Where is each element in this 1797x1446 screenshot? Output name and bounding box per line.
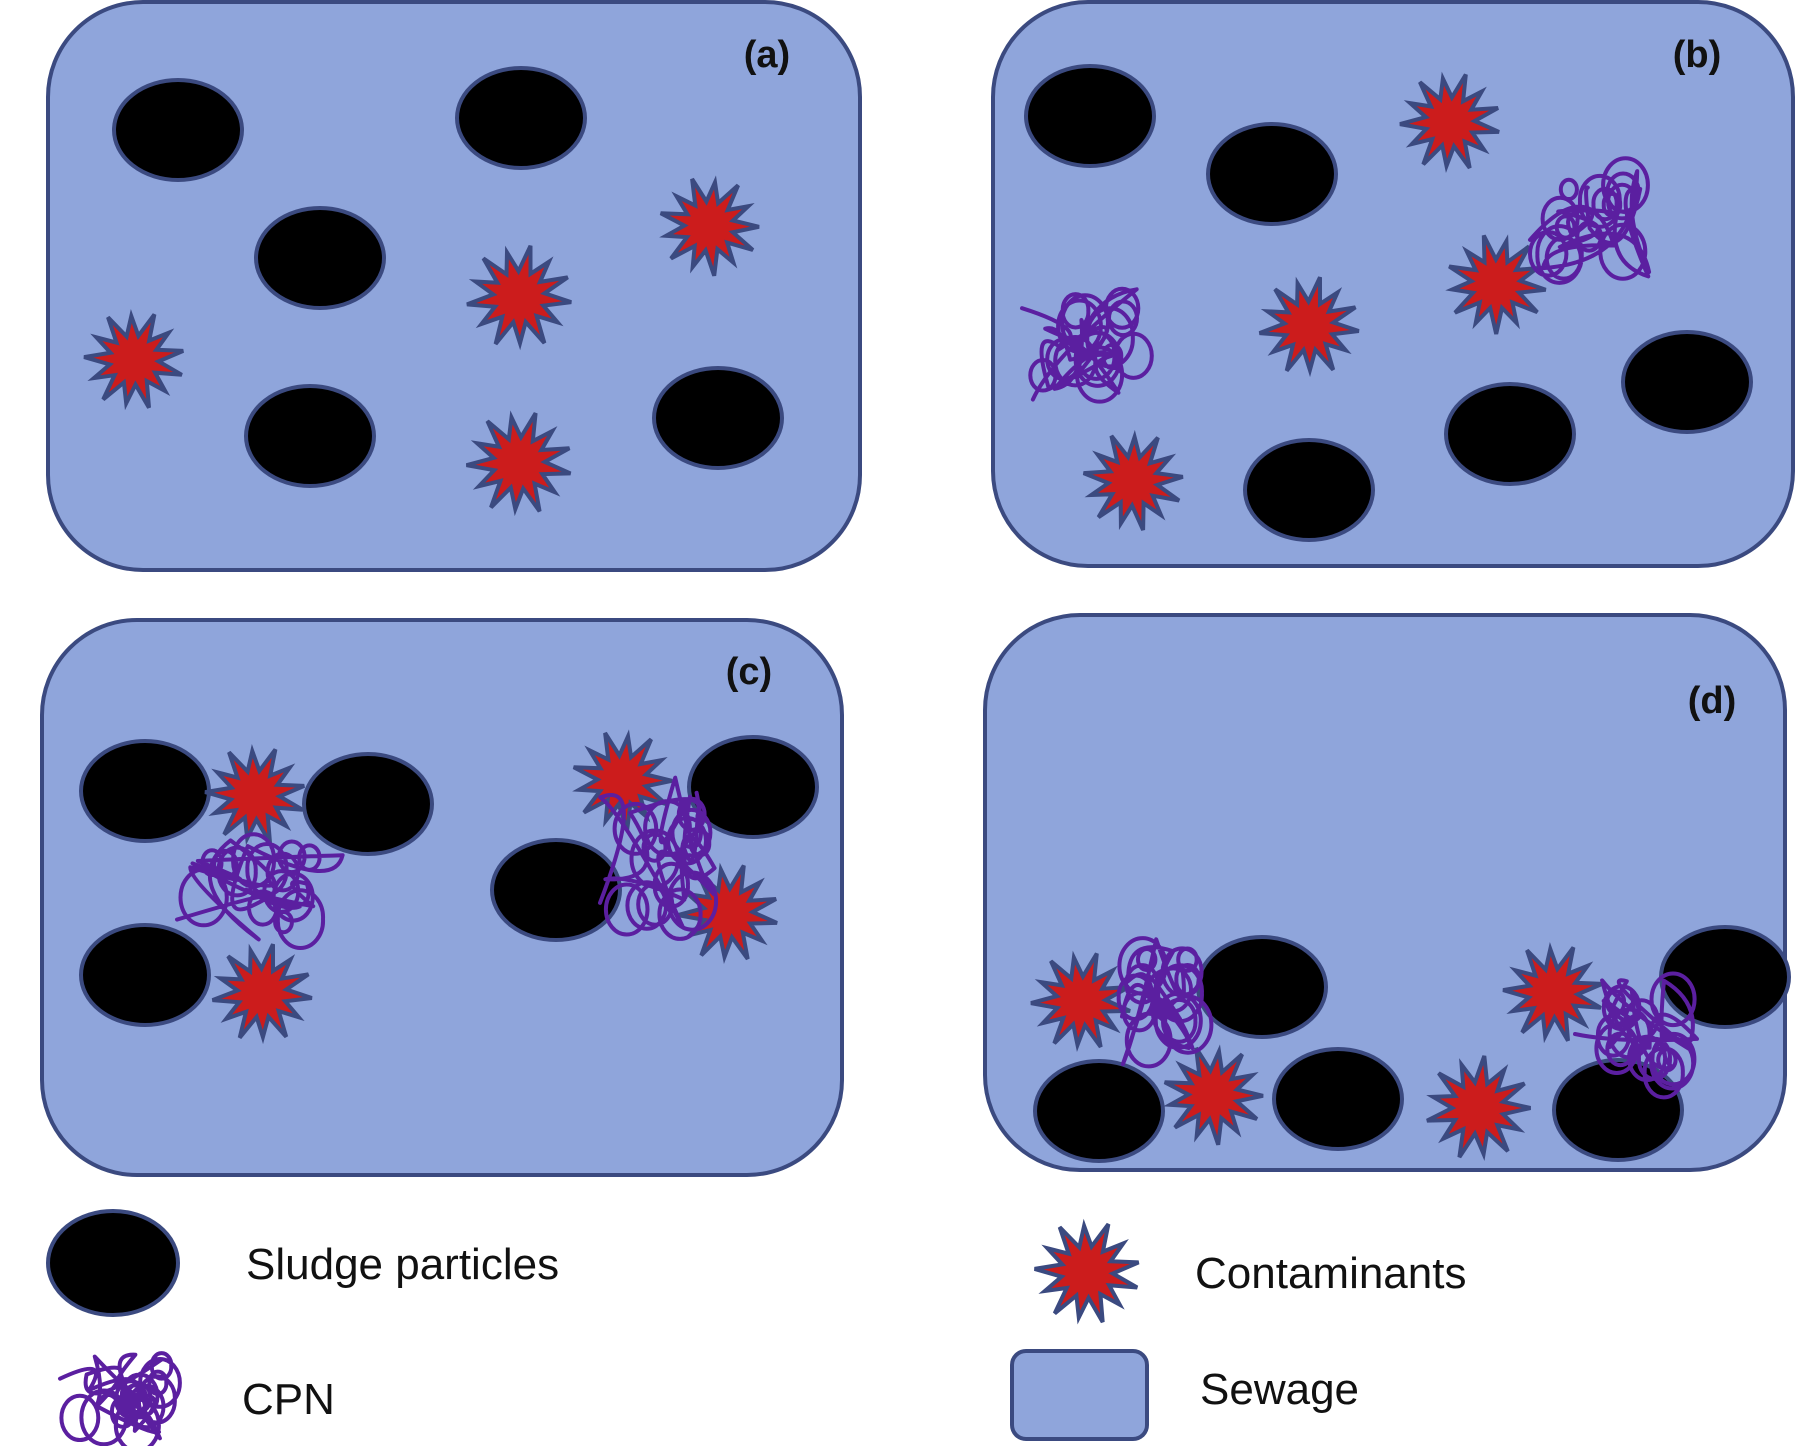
cpn-polymer — [1573, 971, 1699, 1100]
contaminant-starburst-icon — [1034, 1218, 1140, 1325]
sludge-particle — [1621, 330, 1753, 434]
contaminant — [1034, 1218, 1140, 1325]
sludge-particle — [1196, 935, 1328, 1039]
sludge-particle — [1206, 122, 1338, 226]
sludge-particle — [1024, 64, 1156, 168]
legend-label-sewage: Sewage — [1200, 1365, 1359, 1414]
cpn-polymer — [1020, 286, 1154, 404]
contaminant — [1082, 429, 1184, 531]
particles-layer — [79, 64, 1791, 1163]
sewage-swatch — [1010, 1349, 1149, 1441]
sludge-particle — [1552, 1058, 1684, 1162]
cpn-polymer — [598, 775, 719, 941]
sludge-particle — [46, 1209, 180, 1317]
sewage-box — [991, 0, 1795, 568]
cpn-polymer — [58, 1351, 182, 1446]
panel-label-a: (a) — [744, 34, 790, 76]
sludge-particle — [112, 78, 244, 182]
sludge-particle-icon — [46, 1209, 180, 1317]
contaminant — [1426, 1055, 1531, 1161]
contaminant — [1030, 950, 1131, 1052]
cpn-polymer — [1528, 156, 1652, 285]
contaminant — [211, 943, 313, 1045]
contaminant — [1445, 234, 1547, 335]
sludge-particle — [244, 384, 376, 488]
panel-d-particles — [1030, 925, 1791, 1163]
sewage-box-icon — [1010, 1349, 1149, 1441]
panel-label-d: (d) — [1688, 680, 1737, 722]
sludge-particle — [1243, 438, 1375, 542]
sludge-particle — [652, 366, 784, 470]
contaminant — [204, 744, 305, 846]
panel-c-particles — [79, 729, 819, 1045]
contaminant — [83, 309, 184, 411]
panel-label-b: (b) — [1673, 34, 1722, 76]
contaminant — [659, 175, 760, 277]
legend-label-cpn: CPN — [242, 1375, 335, 1424]
sludge-particle — [254, 206, 386, 310]
panel-label-c: (c) — [726, 651, 772, 693]
sludge-particle — [1033, 1059, 1165, 1163]
sludge-particle — [455, 66, 587, 170]
contaminant — [465, 410, 572, 517]
contaminant — [1399, 71, 1500, 173]
sludge-particle — [490, 838, 622, 942]
sludge-particle — [79, 739, 211, 843]
legend-label-sludge: Sludge particles — [246, 1240, 559, 1289]
contaminant — [1258, 276, 1360, 378]
sludge-particle — [1444, 382, 1576, 486]
contaminant — [677, 862, 778, 964]
contaminant — [1163, 1044, 1264, 1146]
cpn-scribble-icon — [58, 1351, 182, 1446]
cpn-polymer — [175, 832, 345, 950]
sludge-particle — [687, 735, 819, 839]
panel-b: (b) — [991, 0, 1795, 568]
contaminant — [1502, 942, 1603, 1044]
sludge-particle — [79, 923, 211, 1027]
panel-b-particles — [1020, 64, 1753, 542]
sludge-particle — [1272, 1047, 1404, 1151]
sludge-particle — [302, 752, 434, 856]
contaminant — [466, 244, 572, 351]
panel-a-particles — [83, 66, 784, 517]
cpn-polymer — [1116, 936, 1214, 1069]
legend: Sludge particles Contaminants CPN Sewage — [46, 1209, 1466, 1446]
legend-label-contaminants: Contaminants — [1195, 1249, 1466, 1298]
